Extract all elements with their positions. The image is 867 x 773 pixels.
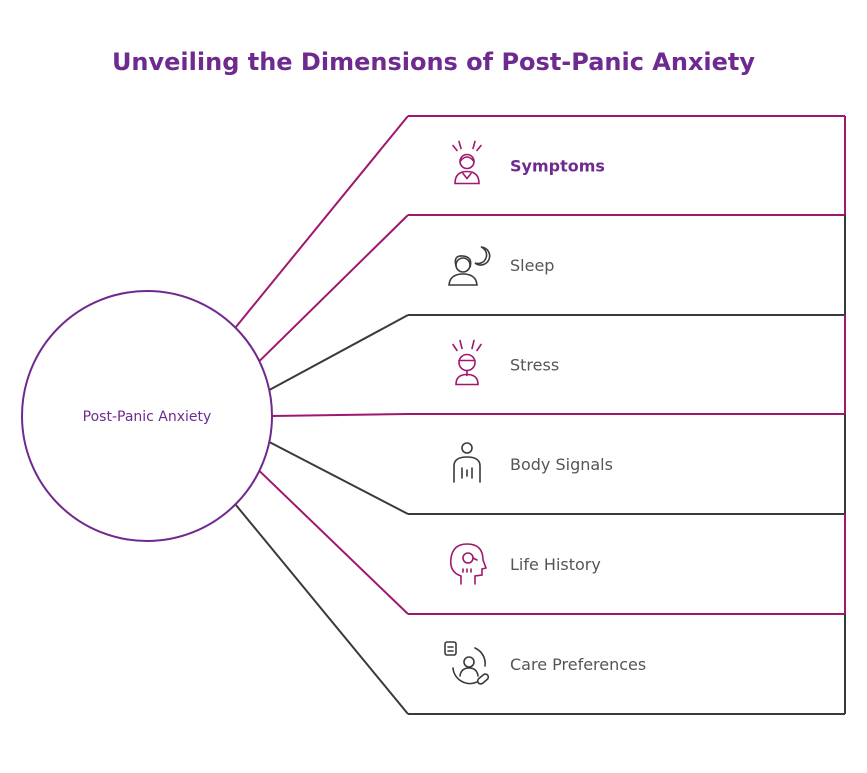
stressed-head-icon xyxy=(452,339,482,386)
item-label: Care Preferences xyxy=(510,655,646,674)
dimension-item-life-history: Life History xyxy=(449,543,601,585)
connector-line-5 xyxy=(258,470,409,615)
connector-line-1 xyxy=(258,214,409,362)
item-label: Body Signals xyxy=(510,455,613,474)
sleeping-person-moon-icon xyxy=(448,246,491,286)
dimension-item-body-signals: Body Signals xyxy=(453,442,613,483)
person-document-icon xyxy=(444,641,490,685)
center-circle xyxy=(21,290,273,542)
head-thought-icon xyxy=(449,543,488,585)
connector-line-6 xyxy=(234,503,409,715)
stressed-person-icon xyxy=(452,140,482,185)
dimension-item-stress: Stress xyxy=(452,339,559,386)
connector-line-3 xyxy=(271,413,409,417)
item-label: Stress xyxy=(510,356,559,375)
page-title: Unveiling the Dimensions of Post-Panic A… xyxy=(111,48,756,76)
connector-line-4 xyxy=(268,441,409,515)
dimension-item-symptoms: Symptoms xyxy=(452,140,605,185)
item-label: Life History xyxy=(510,555,601,574)
center-label: Post-Panic Anxiety xyxy=(83,409,212,425)
body-signals-icon xyxy=(453,442,481,483)
item-label: Sleep xyxy=(510,256,554,275)
item-label: Symptoms xyxy=(510,157,605,176)
dimension-item-sleep: Sleep xyxy=(448,246,554,286)
connector-line-0 xyxy=(234,115,409,329)
connector-line-2 xyxy=(268,314,409,391)
dimension-item-care-preferences: Care Preferences xyxy=(444,641,646,685)
